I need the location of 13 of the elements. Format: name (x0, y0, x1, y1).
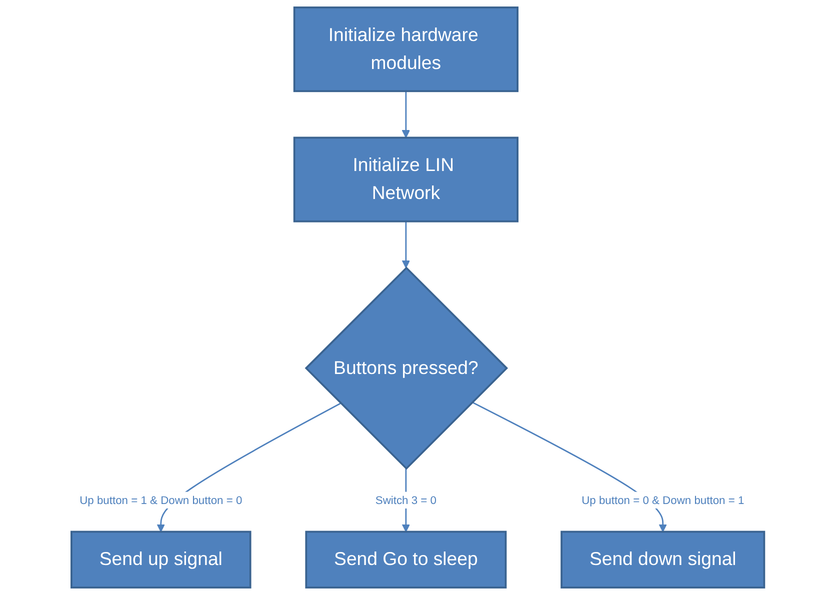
arrow (402, 221, 410, 268)
node-box: Send Go to sleep (304, 530, 506, 588)
arrow (402, 91, 410, 138)
edge-label: Switch 3 = 0 (375, 494, 436, 507)
node-box: Send down signal (560, 530, 765, 588)
edge-label: Up button = 1 & Down button = 0 (79, 494, 242, 507)
node-box: Send up signal (70, 530, 251, 588)
node-box: Initialize hardware modules (293, 6, 518, 92)
edge-label: Up button = 0 & Down button = 1 (581, 494, 744, 507)
node-box: Initialize LIN Network (293, 136, 518, 222)
arrow (472, 402, 667, 532)
arrow (156, 402, 341, 532)
node-diamond: Buttons pressed? (304, 266, 508, 470)
